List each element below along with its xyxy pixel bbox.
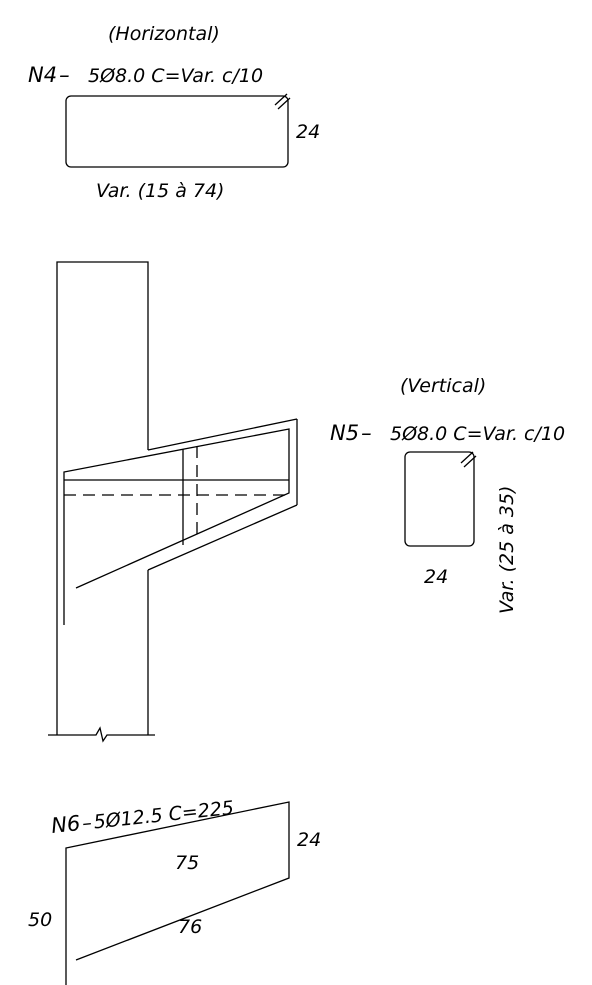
n5-detail: (Vertical) N5– 5Ø8.0 C=Var. c/10 24 Var.… (330, 375, 565, 614)
n4-height-label: 24 (296, 121, 320, 143)
n5-mark: N5– (330, 421, 372, 445)
n5-title: (Vertical) (400, 375, 486, 397)
n6-mark: N6 (50, 811, 81, 838)
break-line (48, 726, 155, 743)
n4-spec: 5Ø8.0 C=Var. c/10 (88, 65, 263, 87)
n6-left-label: 50 (28, 909, 52, 931)
n4-hook-1 (274, 93, 288, 106)
n4-length-label: Var. (15 à 74) (96, 180, 224, 202)
n5-width-label: 24 (424, 566, 448, 588)
n5-hook-2 (463, 455, 477, 468)
corbel-bottom-edge (147, 504, 298, 571)
n4-hook-2 (277, 97, 291, 110)
n6-label: N6–5Ø12.5 C=225 (50, 795, 235, 838)
n5-spec: 5Ø8.0 C=Var. c/10 (390, 423, 565, 445)
column-corbel-elevation (48, 261, 298, 743)
n4-title: (Horizontal) (108, 23, 220, 45)
n5-stirrup-shape (404, 451, 475, 547)
n6-bottom-label: 76 (178, 916, 202, 938)
n6-bar-shape (65, 801, 290, 985)
n4-detail: (Horizontal) N4– 5Ø8.0 C=Var. c/10 24 Va… (28, 23, 320, 202)
n4-stirrup-shape (65, 95, 289, 168)
n6-detail: N6–5Ø12.5 C=225 75 24 50 76 (28, 795, 321, 985)
n6-top-label: 75 (175, 852, 199, 874)
corbel-main-bar (63, 428, 290, 625)
n4-mark: N4– (28, 63, 70, 87)
n6-right-label: 24 (297, 829, 321, 851)
corbel-top-edge (147, 418, 298, 451)
n5-hook-1 (460, 451, 474, 464)
n5-height-label: Var. (25 à 35) (496, 486, 518, 614)
column-left-top-edge (56, 261, 149, 735)
